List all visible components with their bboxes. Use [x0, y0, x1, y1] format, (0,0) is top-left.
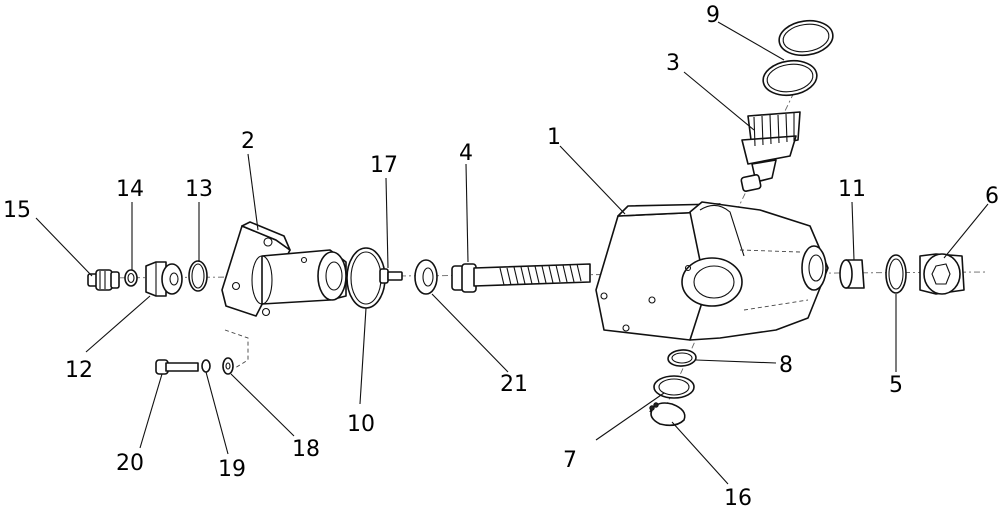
part-12-nut [145, 261, 183, 297]
leader-lines [35, 21, 989, 485]
part-11-sleeve [839, 259, 865, 289]
callout-5: 5 [889, 373, 903, 398]
part-7-ring [653, 375, 695, 399]
part-14-seal-ring [124, 269, 138, 287]
callout-6: 6 [985, 184, 999, 209]
part-1-main-body [595, 201, 829, 341]
callout-9: 9 [706, 3, 720, 28]
part-6-plug [919, 253, 965, 295]
part-3-valve-cartridge [740, 111, 801, 192]
callout-4: 4 [459, 141, 473, 166]
shaft-threads [499, 263, 582, 286]
callout-labels: 1 2 3 4 5 6 7 8 9 10 11 12 13 14 15 16 1… [3, 3, 999, 511]
callout-16: 16 [724, 486, 752, 511]
part-16-snap-ring [649, 402, 686, 427]
part-15-fitting [87, 269, 120, 291]
part-18-washer [222, 357, 234, 375]
part-4-threaded-shaft [451, 263, 591, 293]
callout-3: 3 [666, 51, 680, 76]
callout-14: 14 [116, 177, 144, 202]
callout-7: 7 [563, 448, 577, 473]
part-9-rings [762, 19, 834, 97]
part-5-ring [885, 254, 907, 294]
part-13-o-ring [188, 260, 208, 292]
callout-19: 19 [218, 457, 246, 482]
callout-17: 17 [370, 153, 398, 178]
callout-8: 8 [779, 353, 793, 378]
callout-2: 2 [241, 129, 255, 154]
callout-18: 18 [292, 437, 320, 462]
callout-13: 13 [185, 177, 213, 202]
callout-21: 21 [500, 372, 528, 397]
callout-15: 15 [3, 198, 31, 223]
part-20-bolt [155, 359, 199, 375]
callout-1: 1 [547, 125, 561, 150]
callout-12: 12 [65, 358, 93, 383]
part-19-washer [201, 359, 211, 373]
callout-10: 10 [347, 412, 375, 437]
part-17-screw [379, 268, 403, 284]
callout-11: 11 [838, 177, 866, 202]
part-8-ring [667, 349, 697, 367]
part-2-flange-housing [221, 221, 347, 317]
callout-20: 20 [116, 451, 144, 476]
part-21-bushing [414, 259, 438, 295]
cartridge-ribs [753, 113, 795, 147]
